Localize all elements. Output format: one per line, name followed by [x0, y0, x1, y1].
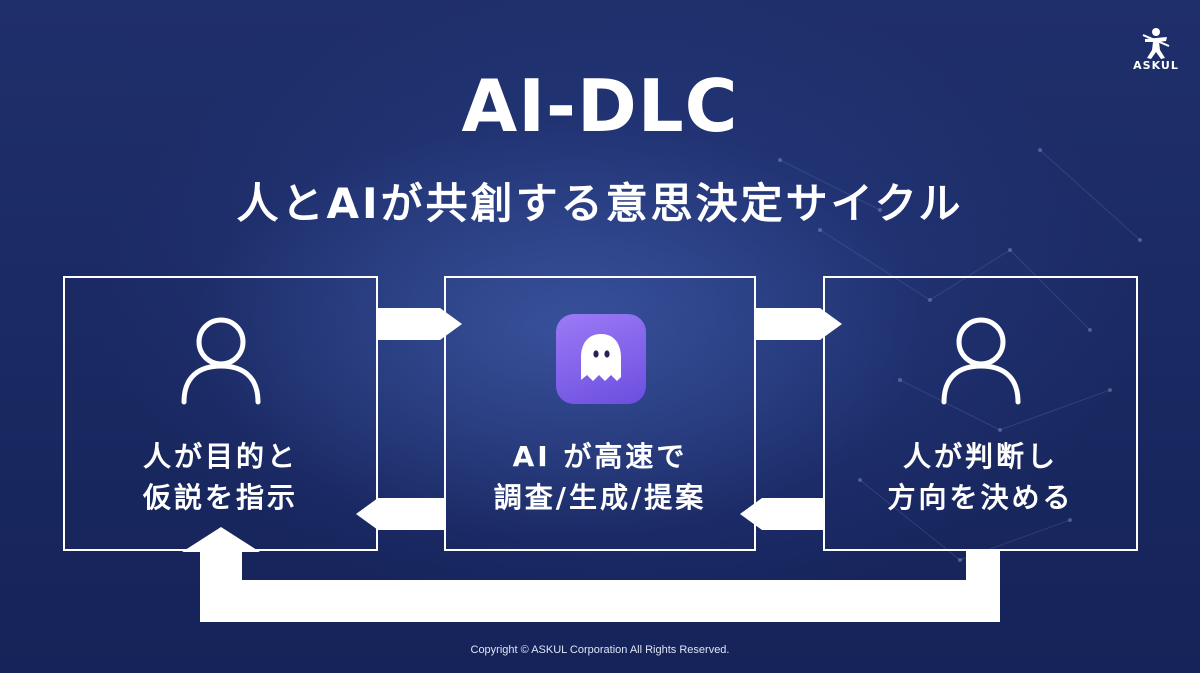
askul-logo: ASKUL	[1128, 26, 1184, 82]
page-subtitle: 人とAIが共創する意思決定サイクル	[236, 179, 964, 228]
step-box-ai-research: AI が高速で 調査/生成/提案	[444, 276, 756, 551]
step-box-human-instruct: 人が目的と 仮説を指示	[63, 276, 378, 551]
step-label: 人が判断し 方向を決める	[887, 440, 1074, 514]
step-label: AI が高速で 調査/生成/提案	[493, 440, 707, 514]
step-box-human-decide: 人が判断し 方向を決める	[823, 276, 1138, 551]
arrow-left-2	[740, 498, 823, 530]
askul-figure-icon	[1142, 28, 1170, 59]
person-icon	[65, 314, 376, 410]
ghost-app-icon	[556, 314, 646, 404]
person-icon	[825, 314, 1136, 410]
copyright-footer: Copyright © ASKUL Corporation All Rights…	[470, 644, 730, 656]
return-loop-arrow	[182, 527, 1000, 622]
arrow-right-2	[756, 308, 842, 340]
page-title: AI-DLC	[461, 64, 739, 148]
logo-text: ASKUL	[1133, 59, 1179, 72]
arrow-right-1	[378, 308, 462, 340]
step-label: 人が目的と 仮説を指示	[142, 440, 298, 514]
arrow-left-1	[356, 498, 444, 530]
